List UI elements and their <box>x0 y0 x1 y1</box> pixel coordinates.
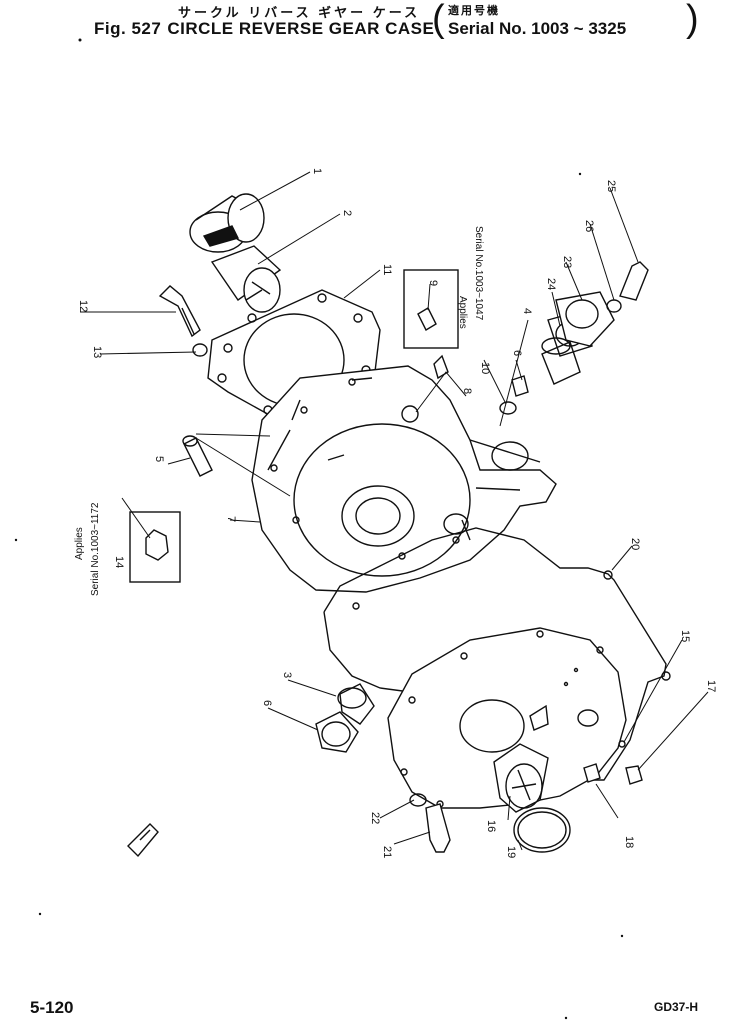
label-part-2: 2 <box>341 210 353 216</box>
label-part-20: 20 <box>629 538 641 550</box>
part-15-cover-plate <box>387 627 627 809</box>
left-parenthesis: ( <box>432 0 445 40</box>
label-part-3: 3 <box>281 672 293 678</box>
label-part-13: 13 <box>91 346 103 358</box>
part-14-nut <box>145 529 169 561</box>
scan-specks <box>14 38 624 1020</box>
part-26-washer <box>606 299 622 313</box>
page-number: 5-120 <box>30 998 74 1017</box>
part-7-gear-case <box>251 365 557 593</box>
japanese-serial-label: 適用号機 <box>448 5 500 17</box>
note-top-serial: Serial No.1003~1047 <box>473 226 484 321</box>
part-1-bearing-cap <box>189 193 265 253</box>
part-number-labels: 1 2 11 12 13 5 7 14 9 8 10 6 4 24 23 26 … <box>74 168 717 858</box>
label-part-9-top: 9 <box>427 280 439 286</box>
part-10-washer <box>499 401 517 415</box>
part-23-cover <box>555 291 615 347</box>
figure-caption: CIRCLE REVERSE GEAR CASE <box>167 19 435 38</box>
japanese-title: サークル リバース ギヤー ケース <box>178 5 421 20</box>
label-part-25: 25 <box>605 180 617 192</box>
part-6-seal <box>315 711 359 753</box>
part-8-plug <box>433 354 449 380</box>
label-part-6: 6 <box>261 700 273 706</box>
label-part-9-right: 6 <box>511 350 523 356</box>
figure-title: Fig. 527 CIRCLE REVERSE GEAR CASE <box>94 19 440 39</box>
part-16-sleeve <box>493 743 549 813</box>
note-left-serial: Serial No.1003~1172 <box>90 502 101 596</box>
label-part-17: 17 <box>705 680 717 692</box>
label-part-1: 1 <box>311 168 323 174</box>
right-parenthesis: ) <box>686 0 699 40</box>
label-part-11: 11 <box>381 264 393 275</box>
part-3-bushing <box>337 683 375 725</box>
label-part-22: 22 <box>369 812 381 824</box>
part-17-bolt <box>625 765 643 785</box>
label-part-12: 12 <box>77 300 89 312</box>
part-25-bolt <box>619 261 649 301</box>
label-part-14: 14 <box>113 556 125 568</box>
note-top-applies: Applies <box>457 296 468 329</box>
part-5-dowel <box>182 435 213 477</box>
label-part-8: 8 <box>461 388 473 394</box>
label-part-19: 19 <box>505 846 517 858</box>
part-2-bushing <box>210 245 282 313</box>
label-part-7: 7 <box>225 516 237 522</box>
part-18-plug <box>583 763 601 783</box>
part-12-bolt <box>158 285 201 338</box>
part-19-o-ring <box>513 807 571 853</box>
label-part-5: 5 <box>153 456 165 462</box>
label-part-4: 4 <box>521 308 533 314</box>
front-direction-tag <box>127 823 159 858</box>
label-part-15: 15 <box>679 630 691 642</box>
label-part-23: 23 <box>561 256 573 268</box>
leader-lines <box>80 171 709 851</box>
model-code: GD37-H <box>654 1000 699 1014</box>
label-part-21: 21 <box>381 846 393 858</box>
label-part-24: 24 <box>545 278 557 290</box>
note-left-applies: Applies <box>74 527 85 560</box>
part-13-washer <box>192 343 208 357</box>
serial-range: Serial No. 1003 ~ 3325 <box>448 19 627 38</box>
label-part-10: 10 <box>479 362 491 374</box>
part-22-washer <box>409 793 427 807</box>
label-part-26: 26 <box>583 220 595 232</box>
figure-number: Fig. 527 <box>94 19 162 38</box>
part-9-plug <box>417 307 529 397</box>
label-part-16: 16 <box>485 820 497 832</box>
note-box-left <box>129 511 181 583</box>
label-part-18: 18 <box>623 836 635 848</box>
part-21-bolt <box>425 803 451 853</box>
note-box-top <box>403 269 459 349</box>
